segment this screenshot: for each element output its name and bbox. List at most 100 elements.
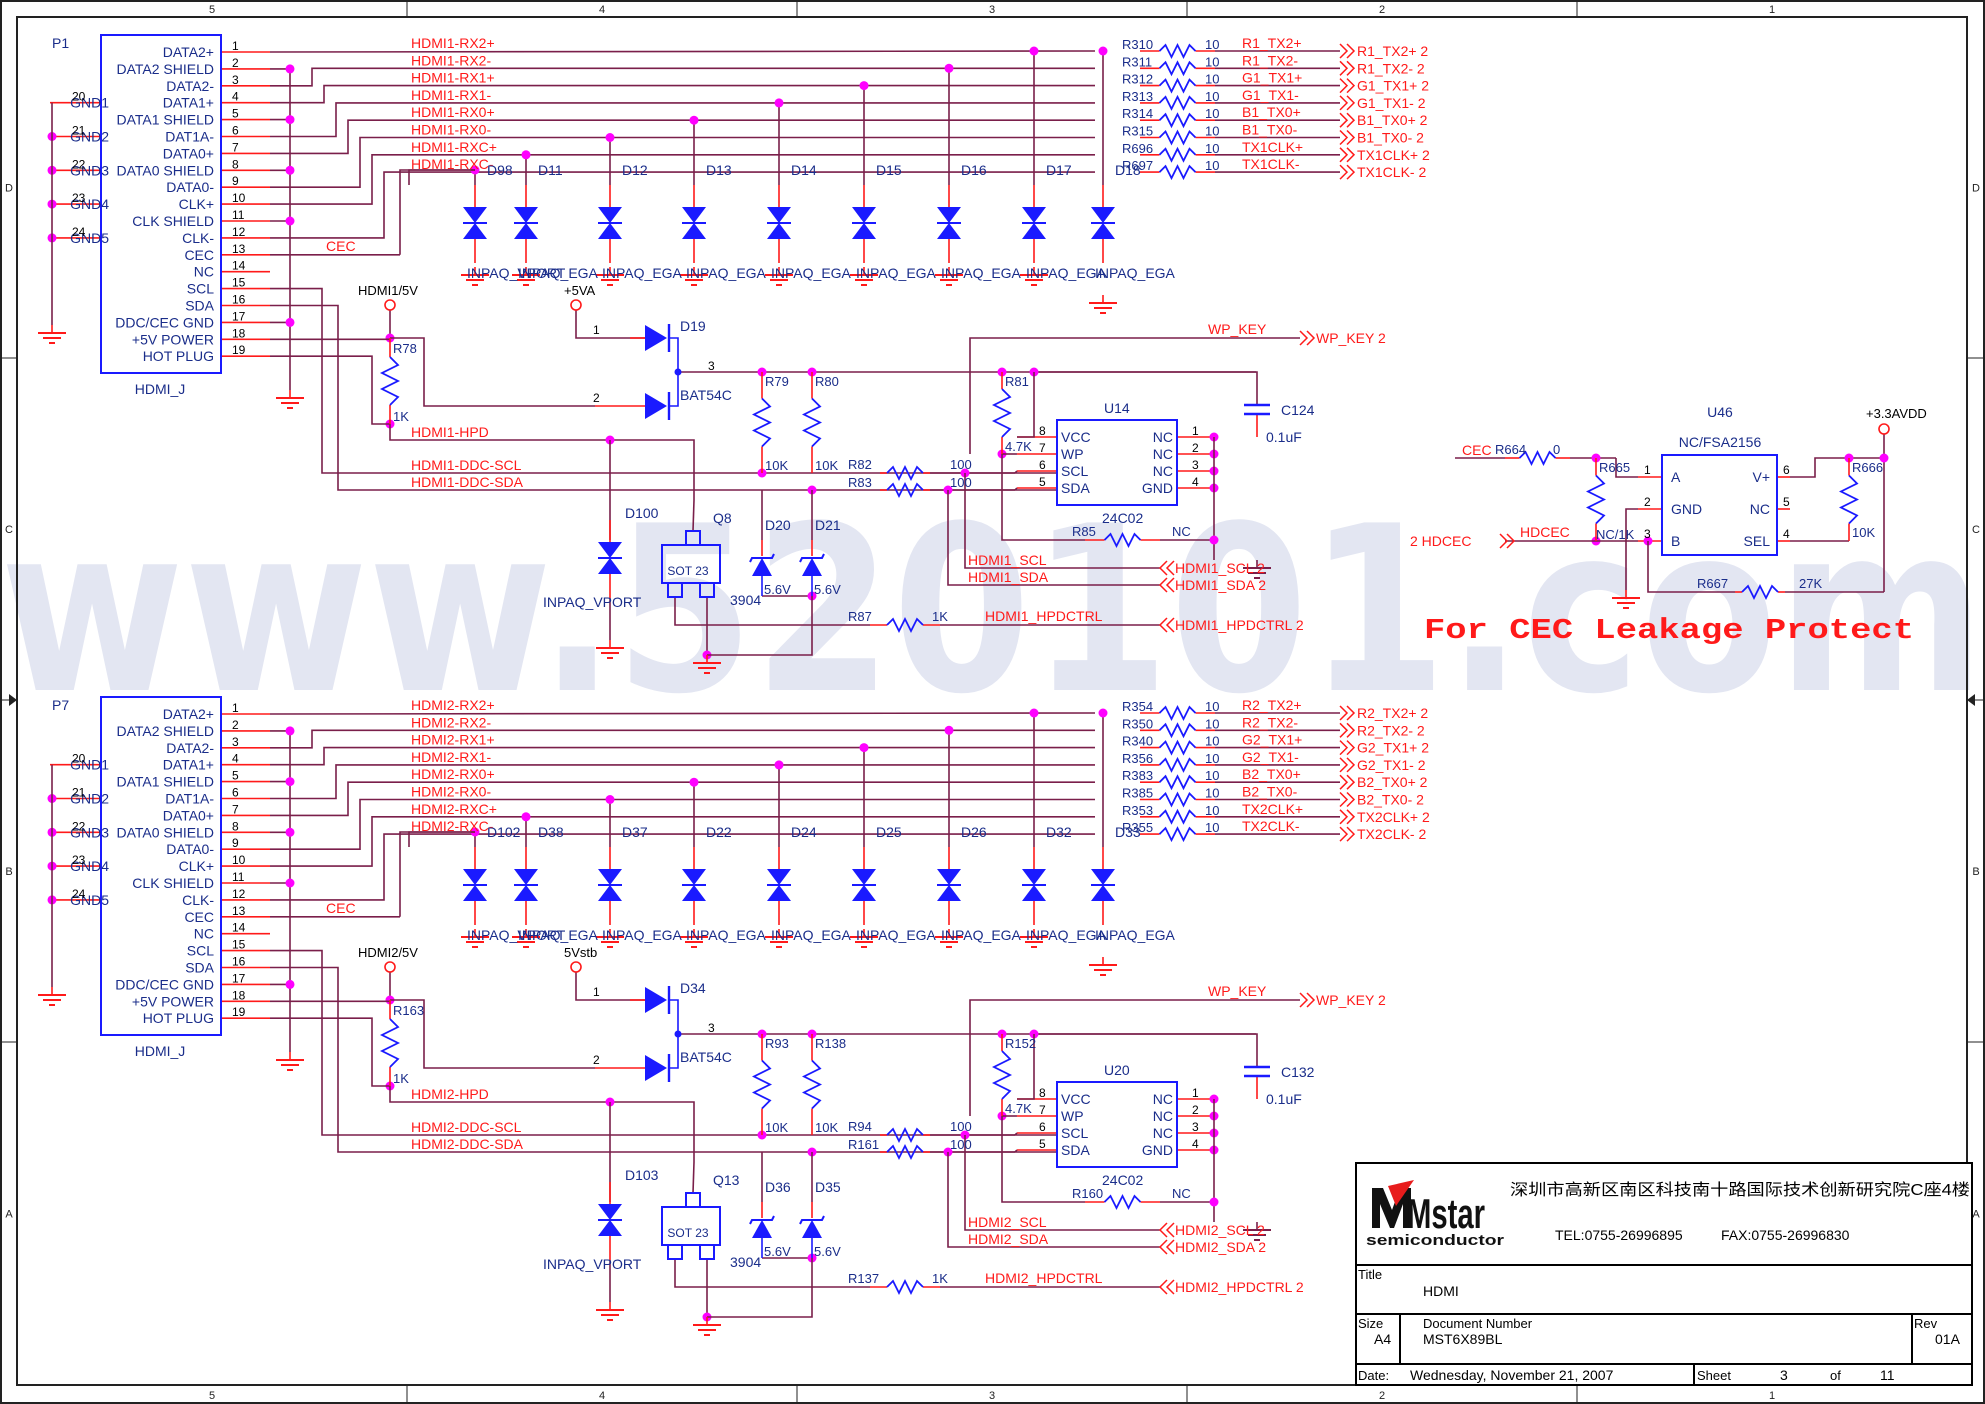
wire: [390, 337, 595, 407]
net-label-tx: R2_TX2+: [1242, 697, 1302, 713]
connector-pin-name: DATA2-: [166, 78, 214, 94]
resistor-value: 100: [950, 1119, 972, 1134]
resistor-value: 100: [950, 475, 972, 490]
net-label-cec: CEC: [326, 238, 356, 254]
series-resistor: [1140, 791, 1215, 808]
diode-part: INPAQ_EGA: [602, 927, 683, 943]
diode-body: [514, 223, 538, 239]
net-label-rx: HDMI1-RX0-: [411, 122, 491, 138]
pin-number: 1: [593, 985, 600, 999]
wire: [390, 999, 595, 1069]
ddc-pullup-resistor: [751, 1034, 773, 1135]
resistor-ref: R313: [1122, 89, 1153, 104]
connector-pin-name: DATA0 SHIELD: [116, 824, 214, 840]
diode-body: [514, 885, 538, 901]
diode-part: INPAQ_EGA: [941, 265, 1022, 281]
offsheet-port: HDMI2_SCL 2: [1175, 1222, 1265, 1238]
diode-ref: D34: [680, 980, 706, 996]
resistor-zigzag: [1158, 774, 1197, 791]
offsheet-port: G1_TX1- 2: [1357, 95, 1426, 111]
port-arrow: [1346, 164, 1356, 180]
column-marker: 4: [599, 4, 605, 16]
resistor-zigzag: [1585, 474, 1607, 525]
resistor-value: 10: [1205, 37, 1219, 52]
transistor-pin-e: [699, 1244, 715, 1260]
row-marker: A: [1972, 1209, 1980, 1221]
port-arrow: [1346, 809, 1356, 825]
port-arrow: [1158, 560, 1168, 576]
connector-pin-number: 3: [232, 735, 239, 749]
net-label-rx: HDMI2-RX1+: [411, 732, 495, 748]
column-marker: 5: [209, 4, 215, 16]
parts-layer: [38, 34, 1890, 1336]
connector-pin-number: 8: [232, 819, 239, 833]
wire: [707, 1258, 813, 1318]
diode-ground: [461, 929, 489, 948]
wire: [969, 337, 1300, 454]
diode-part: INPAQ_EGA: [1095, 265, 1176, 281]
diode-ref: D98: [487, 162, 513, 178]
series-resistor: [1140, 704, 1215, 722]
zener-ref: D35: [815, 1179, 841, 1195]
ic-pin-number: 7: [1039, 1103, 1046, 1117]
port-arrow: [1339, 791, 1349, 808]
offsheet-port: R2_TX2+ 2: [1357, 705, 1428, 721]
power-port-label: HDMI2/5V: [358, 945, 418, 960]
sheet-number: 3: [1780, 1367, 1788, 1383]
connector-gnd-pin-name: GND5: [70, 892, 109, 908]
port-arrow: [1339, 95, 1349, 111]
supply-port-symbol: [570, 961, 582, 973]
resistor-value: 1K: [932, 1271, 948, 1286]
transistor-pin-b: [667, 582, 683, 598]
resistor-zigzag: [1158, 756, 1197, 773]
diode-ref: D100: [625, 505, 659, 521]
connector-pin-name: +5V POWER: [132, 993, 214, 1009]
wire: [270, 764, 1095, 800]
port-arrow: [1158, 1239, 1168, 1255]
ddc-series-resistor: [880, 464, 930, 482]
resistor-zigzag: [379, 356, 401, 406]
connector-gnd-pin-name: GND4: [70, 196, 109, 212]
ddc-pullup-resistor: [751, 372, 773, 473]
wire: [399, 831, 475, 917]
ic-pin-name: NC: [1153, 446, 1173, 462]
capacitor-value: 0.1uF: [1266, 429, 1302, 445]
resistor-value: NC/1K: [1596, 527, 1635, 542]
diode-body: [767, 869, 791, 885]
diode-ref: D14: [791, 162, 817, 178]
port-arrow: [1339, 722, 1349, 738]
diode-body: [852, 869, 876, 885]
hpdctrl-resistor: [870, 616, 940, 634]
wire: [674, 1259, 870, 1288]
diode-body: [802, 558, 822, 576]
connector-pin-number: 16: [232, 293, 246, 307]
port-arrow: [1339, 774, 1349, 790]
connector-pin-name: SCL: [187, 281, 214, 297]
esd-diode: [1091, 847, 1115, 925]
company-address: 深圳市高新区南区科技南十路国际技术创新研究院C座4楼: [1510, 1181, 1970, 1199]
connector-pin-name: NC: [194, 926, 214, 942]
hpd-esd-ground: [596, 640, 624, 659]
transistor-ground: [693, 1317, 721, 1336]
resistor-ref: R80: [815, 374, 839, 389]
esd-diode: [514, 185, 538, 263]
esd-diode: [1022, 185, 1046, 263]
diode-ref: D16: [961, 162, 987, 178]
series-resistor: [1140, 146, 1215, 163]
net-label-rx: HDMI1-RX1-: [411, 87, 491, 103]
resistor-value: NC: [1172, 524, 1191, 539]
row-marker: B: [5, 866, 12, 878]
resistor-value: 10K: [765, 458, 788, 473]
diode-body: [682, 207, 706, 223]
connector-gnd-pin-name: GND5: [70, 230, 109, 246]
diode-body: [463, 869, 487, 885]
diode-part: INPAQ_VPORT: [543, 1256, 642, 1272]
wire: [389, 424, 695, 500]
resistor-value: 10: [1205, 699, 1219, 714]
title-block: Mstar semiconductor 深圳市高新区南区科技南十路国际技术创新研…: [1355, 1162, 1973, 1386]
wire: [575, 972, 645, 1001]
junction-dot: [285, 726, 295, 736]
net-label-rx: HDMI2-RX1-: [411, 749, 491, 765]
